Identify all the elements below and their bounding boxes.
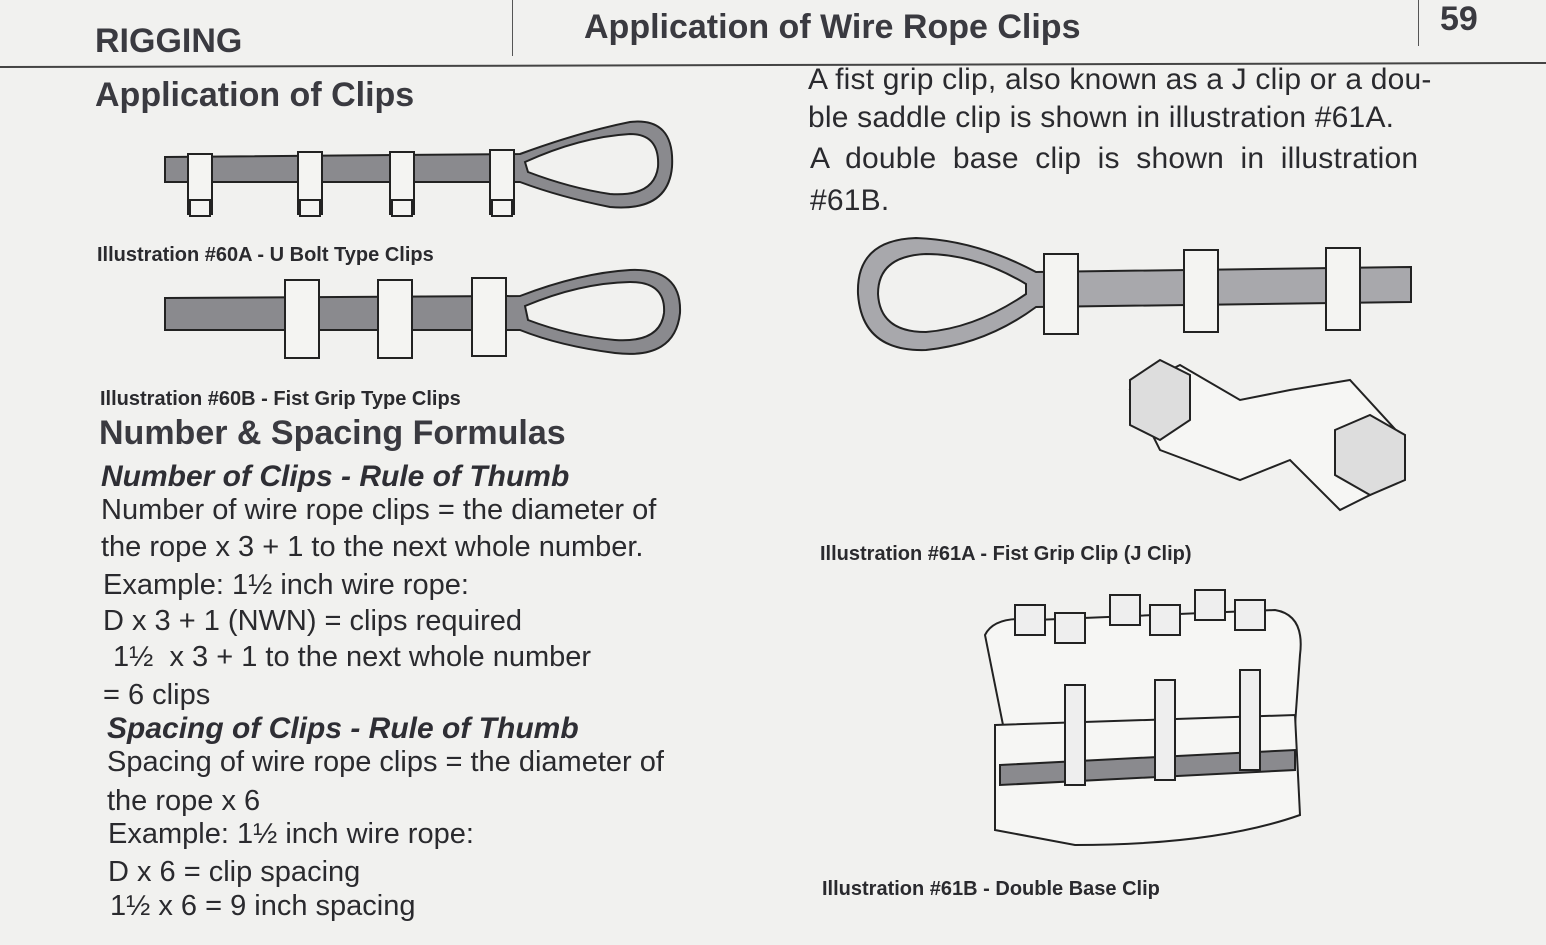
number-heading: Number of Clips - Rule of Thumb — [101, 460, 570, 493]
caption-61b: Illustration #61B - Double Base Clip — [822, 878, 1160, 900]
caption-60a: Illustration #60A - U Bolt Type Clips — [97, 244, 434, 266]
number-line: Number of wire rope clips = the diameter… — [101, 494, 657, 526]
spacing-line: D x 6 = clip spacing — [108, 856, 361, 888]
spacing-heading: Spacing of Clips - Rule of Thumb — [107, 712, 579, 745]
section-label: RIGGING — [95, 22, 243, 60]
number-line: the rope x 3 + 1 to the next whole numbe… — [101, 531, 644, 563]
spacing-line: Spacing of wire rope clips = the diamete… — [107, 746, 664, 778]
illustration-61b-double-base-clip — [983, 589, 1302, 847]
caption-60b: Illustration #60B - Fist Grip Type Clips — [100, 388, 461, 410]
header-divider — [1418, 0, 1419, 46]
illustration-61a-rope-with-clips — [856, 236, 1412, 352]
formulas-heading: Number & Spacing Formulas — [99, 414, 566, 452]
paragraph-line: A double base clip is shown in illustrat… — [810, 142, 1419, 175]
spacing-line: Example: 1½ inch wire rope: — [108, 818, 474, 850]
illustration-60b-fist-grip-clips — [164, 268, 682, 359]
number-line: Example: 1½ inch wire rope: — [103, 569, 469, 601]
page-title: Application of Wire Rope Clips — [584, 8, 1081, 46]
paragraph-line: A fist grip clip, also known as a J clip… — [808, 63, 1432, 96]
number-line: 1½ x 3 + 1 to the next whole number — [105, 641, 592, 673]
caption-61a: Illustration #61A - Fist Grip Clip (J Cl… — [820, 543, 1192, 565]
spacing-line: 1½ x 6 = 9 inch spacing — [110, 890, 416, 922]
illustration-60a-u-bolt-clips — [164, 120, 674, 217]
illustration-61a-fist-grip-clip — [1128, 358, 1407, 512]
paragraph-line: ble saddle clip is shown in illustration… — [808, 101, 1395, 134]
page-number: 59 — [1440, 0, 1478, 38]
number-line: D x 3 + 1 (NWN) = clips required — [103, 605, 523, 637]
header-divider — [512, 0, 513, 56]
section-heading: Application of Clips — [95, 76, 415, 114]
number-line: = 6 clips — [103, 679, 211, 711]
spacing-line: the rope x 6 — [107, 785, 261, 817]
paragraph-line: #61B. — [810, 184, 890, 217]
